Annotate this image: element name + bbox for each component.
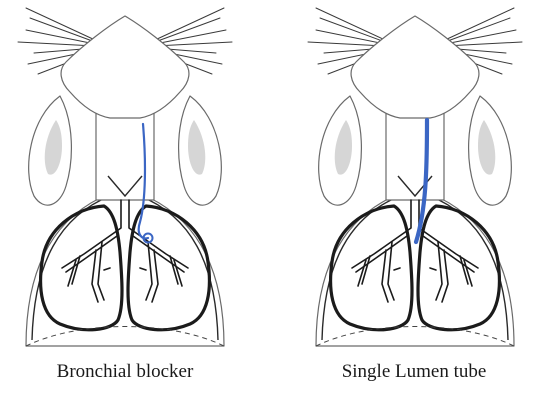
- panel-bronchial-blocker: [18, 8, 232, 346]
- caption-single-lumen-tube: Single Lumen tube: [289, 361, 539, 383]
- caption-bronchial-blocker: Bronchial blocker: [0, 361, 250, 383]
- panel-single-lumen-tube: [308, 8, 522, 346]
